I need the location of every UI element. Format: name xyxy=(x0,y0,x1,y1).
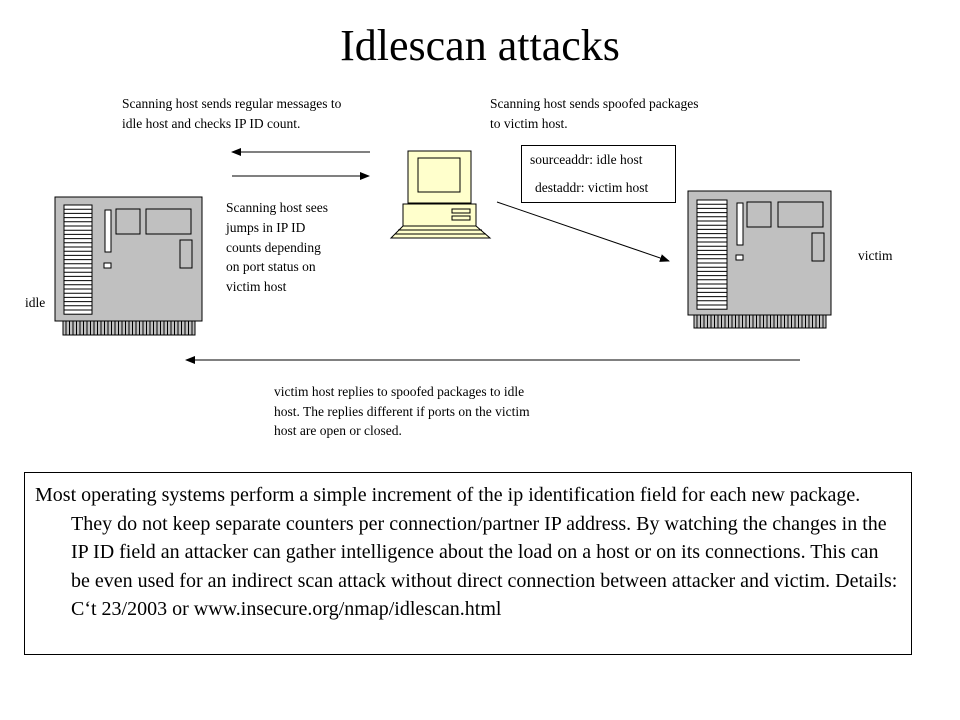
idle-server-icon xyxy=(54,196,203,336)
description-text: Most operating systems perform a simple … xyxy=(35,484,898,621)
dest-addr-label: destaddr: victim host xyxy=(535,180,649,195)
arrow-spoofed-to-victim xyxy=(496,201,670,262)
scan-spoofed-note: Scanning host sends spoofed packages to … xyxy=(490,96,699,131)
description-box: Most operating systems perform a simple … xyxy=(24,472,912,655)
page-title: Idlescan attacks xyxy=(340,21,620,70)
source-addr-label: sourceaddr: idle host xyxy=(530,152,643,167)
victim-label: victim xyxy=(858,248,893,263)
scanning-computer-icon xyxy=(389,150,492,239)
scan-sees-note: Scanning host sees jumps in IP ID counts… xyxy=(226,200,328,295)
idle-label: idle xyxy=(25,295,46,310)
victim-server-icon xyxy=(687,190,832,329)
victim-replies-note: victim host replies to spoofed packages … xyxy=(274,384,530,438)
scan-regular-note: Scanning host sends regular messages to … xyxy=(122,96,342,131)
address-box: sourceaddr: idle host destaddr: victim h… xyxy=(521,145,676,203)
